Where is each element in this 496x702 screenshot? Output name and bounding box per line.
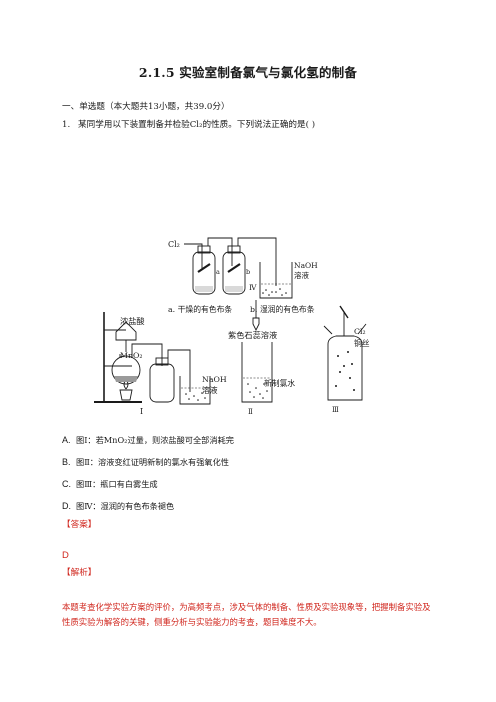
label-nongyansuan: 浓盐酸 xyxy=(120,316,145,326)
label-cl2-inlet: Cl₂ xyxy=(168,240,180,249)
label-rongye-bottom: 溶液 xyxy=(202,385,218,395)
option-a-key: A. xyxy=(62,435,71,445)
label-i: Ⅰ xyxy=(140,407,143,414)
label-zise-shirui: 紫色石蕊溶液 xyxy=(228,330,277,340)
caption-a: a. 干燥的有色布条 xyxy=(168,304,232,314)
label-b-small: b xyxy=(246,268,250,276)
option-d[interactable]: D. 图Ⅳ：湿润的有色布条褪色 xyxy=(62,500,174,512)
label-mno2: MnO₂ xyxy=(120,351,143,360)
option-c-text: 图Ⅲ：瓶口有白雾生成 xyxy=(76,479,158,489)
option-c-key: C. xyxy=(62,479,71,489)
label-naoh-bottom: NaOH xyxy=(202,375,227,384)
label-naoh-top: NaOH xyxy=(294,261,318,270)
caption-b: b. 湿润的有色布条 xyxy=(250,304,315,314)
section-header: 一、单选题（本大题共13小题，共39.0分） xyxy=(62,102,230,112)
answer-value: D xyxy=(62,550,69,561)
answer-label: 【答案】 xyxy=(62,520,97,530)
question-text: 某同学用以下装置制备并检验Cl₂的性质。下列说法正确的是( ) xyxy=(78,120,316,130)
label-xinzhi-lushui: 新制氯水 xyxy=(264,378,295,388)
label-rongye-top: 溶液 xyxy=(294,270,309,280)
option-d-key: D. xyxy=(62,501,71,511)
document-title: 2.1.5 实验室制备氯气与氯化氢的制备 xyxy=(138,65,358,80)
apparatus-figure: Cl₂ a b NaOH 溶液 a. 干燥的有色布条 b. 湿润的有色布条 xyxy=(94,237,370,414)
option-b-key: B. xyxy=(62,457,71,467)
option-a[interactable]: A. 图Ⅰ：若MnO₂过量，则浓盐酸可全部消耗完 xyxy=(62,434,234,446)
option-b[interactable]: B. 图Ⅱ：溶液变红证明新制的氯水有强氧化性 xyxy=(62,456,229,468)
question-number: 1. xyxy=(62,120,71,130)
option-c[interactable]: C. 图Ⅲ：瓶口有白雾生成 xyxy=(62,478,158,490)
label-tongsi: 铜丝 xyxy=(354,338,370,348)
analysis-label: 【解析】 xyxy=(62,568,97,578)
label-a-small: a xyxy=(216,268,220,276)
label-cl2-right: Cl₂ xyxy=(354,327,366,336)
question-stem: 1. 某同学用以下装置制备并检验Cl₂的性质。下列说法正确的是( ) xyxy=(62,118,315,130)
option-a-text: 图Ⅰ：若MnO₂过量，则浓盐酸可全部消耗完 xyxy=(76,435,234,445)
label-ii: Ⅱ xyxy=(248,408,253,414)
label-iii: Ⅲ xyxy=(332,406,339,414)
option-b-text: 图Ⅱ：溶液变红证明新制的氯水有强氧化性 xyxy=(76,457,229,467)
option-d-text: 图Ⅳ：湿润的有色布条褪色 xyxy=(76,501,175,511)
analysis-text: 本题考查化学实验方案的评价，为高频考点，涉及气体的制备、性质及实验现象等，把握制… xyxy=(62,602,431,627)
label-iv: Ⅳ xyxy=(249,283,257,292)
